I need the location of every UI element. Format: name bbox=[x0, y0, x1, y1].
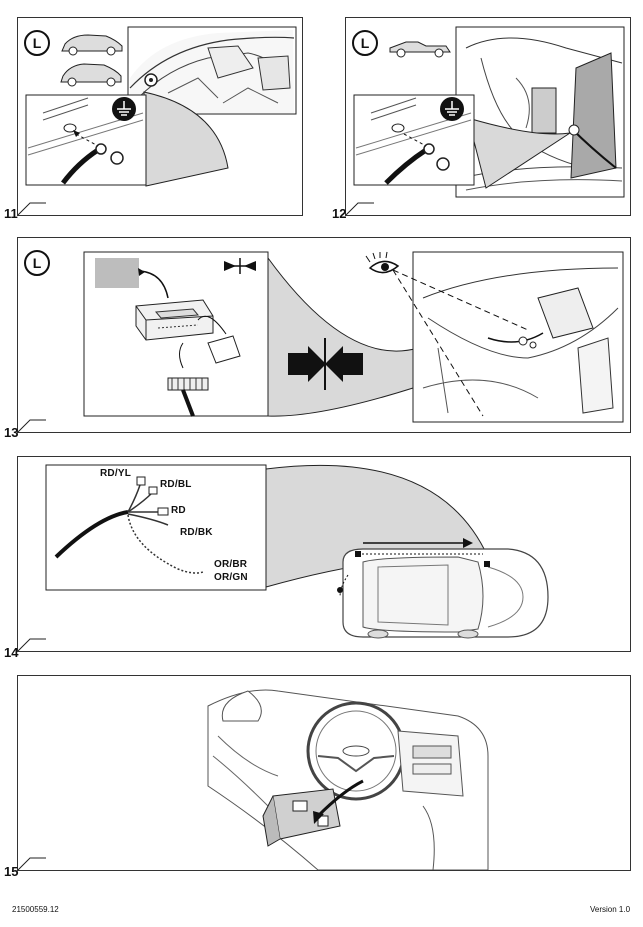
step-14-panel: RD/YL RD/BL RD RD/BK OR/BR OR/GN bbox=[17, 456, 631, 652]
wire-label-rd-yl: RD/YL bbox=[100, 468, 131, 479]
wire-label-or-gn: OR/GN bbox=[214, 572, 248, 583]
route-arrow-icon bbox=[363, 538, 473, 548]
version-label: Version 1.0 bbox=[590, 905, 631, 914]
connector-plug-icon bbox=[167, 377, 209, 417]
step-number-12: 12 bbox=[332, 206, 347, 221]
wiring-harness-icon bbox=[54, 476, 204, 574]
step-15-panel bbox=[17, 675, 631, 871]
step-number-14: 14 bbox=[4, 645, 19, 660]
left-hand-drive-icon: L bbox=[24, 30, 50, 56]
sedan-car-icon bbox=[60, 63, 122, 87]
document-number: 21500559.12 bbox=[12, 905, 59, 914]
ground-icon bbox=[112, 97, 136, 121]
wire-label-rd-bk: RD/BK bbox=[180, 527, 213, 538]
hatchback-car-icon bbox=[61, 34, 123, 56]
convertible-car-icon bbox=[389, 41, 451, 58]
wire-label-or-br: OR/BR bbox=[214, 559, 248, 570]
step-11-illustration bbox=[18, 26, 297, 215]
step-14-illustration bbox=[18, 464, 549, 651]
car-top-view-icon bbox=[337, 548, 549, 639]
left-hand-drive-icon: L bbox=[24, 250, 50, 276]
wire-label-rd: RD bbox=[171, 505, 186, 516]
step-number-15: 15 bbox=[4, 864, 19, 879]
wire-label-rd-bl: RD/BL bbox=[160, 479, 192, 490]
step-number-11: 11 bbox=[4, 206, 18, 221]
control-module-icon bbox=[262, 788, 341, 847]
step-13-illustration bbox=[18, 251, 624, 432]
compress-arrows-icon bbox=[288, 338, 363, 390]
step-12-panel: L bbox=[345, 17, 631, 216]
step-number-13: 13 bbox=[4, 425, 19, 440]
step-11-panel: L bbox=[17, 17, 303, 216]
compress-arrows-small-icon bbox=[224, 258, 256, 274]
dashboard-interior-icon bbox=[207, 689, 489, 870]
step-15-illustration bbox=[18, 689, 489, 870]
step-12-illustration bbox=[346, 26, 625, 215]
ground-icon bbox=[440, 97, 464, 121]
left-hand-drive-icon: L bbox=[352, 30, 378, 56]
control-module-icon bbox=[135, 299, 214, 341]
eye-icon bbox=[365, 251, 400, 274]
step-13-panel: L bbox=[17, 237, 631, 433]
